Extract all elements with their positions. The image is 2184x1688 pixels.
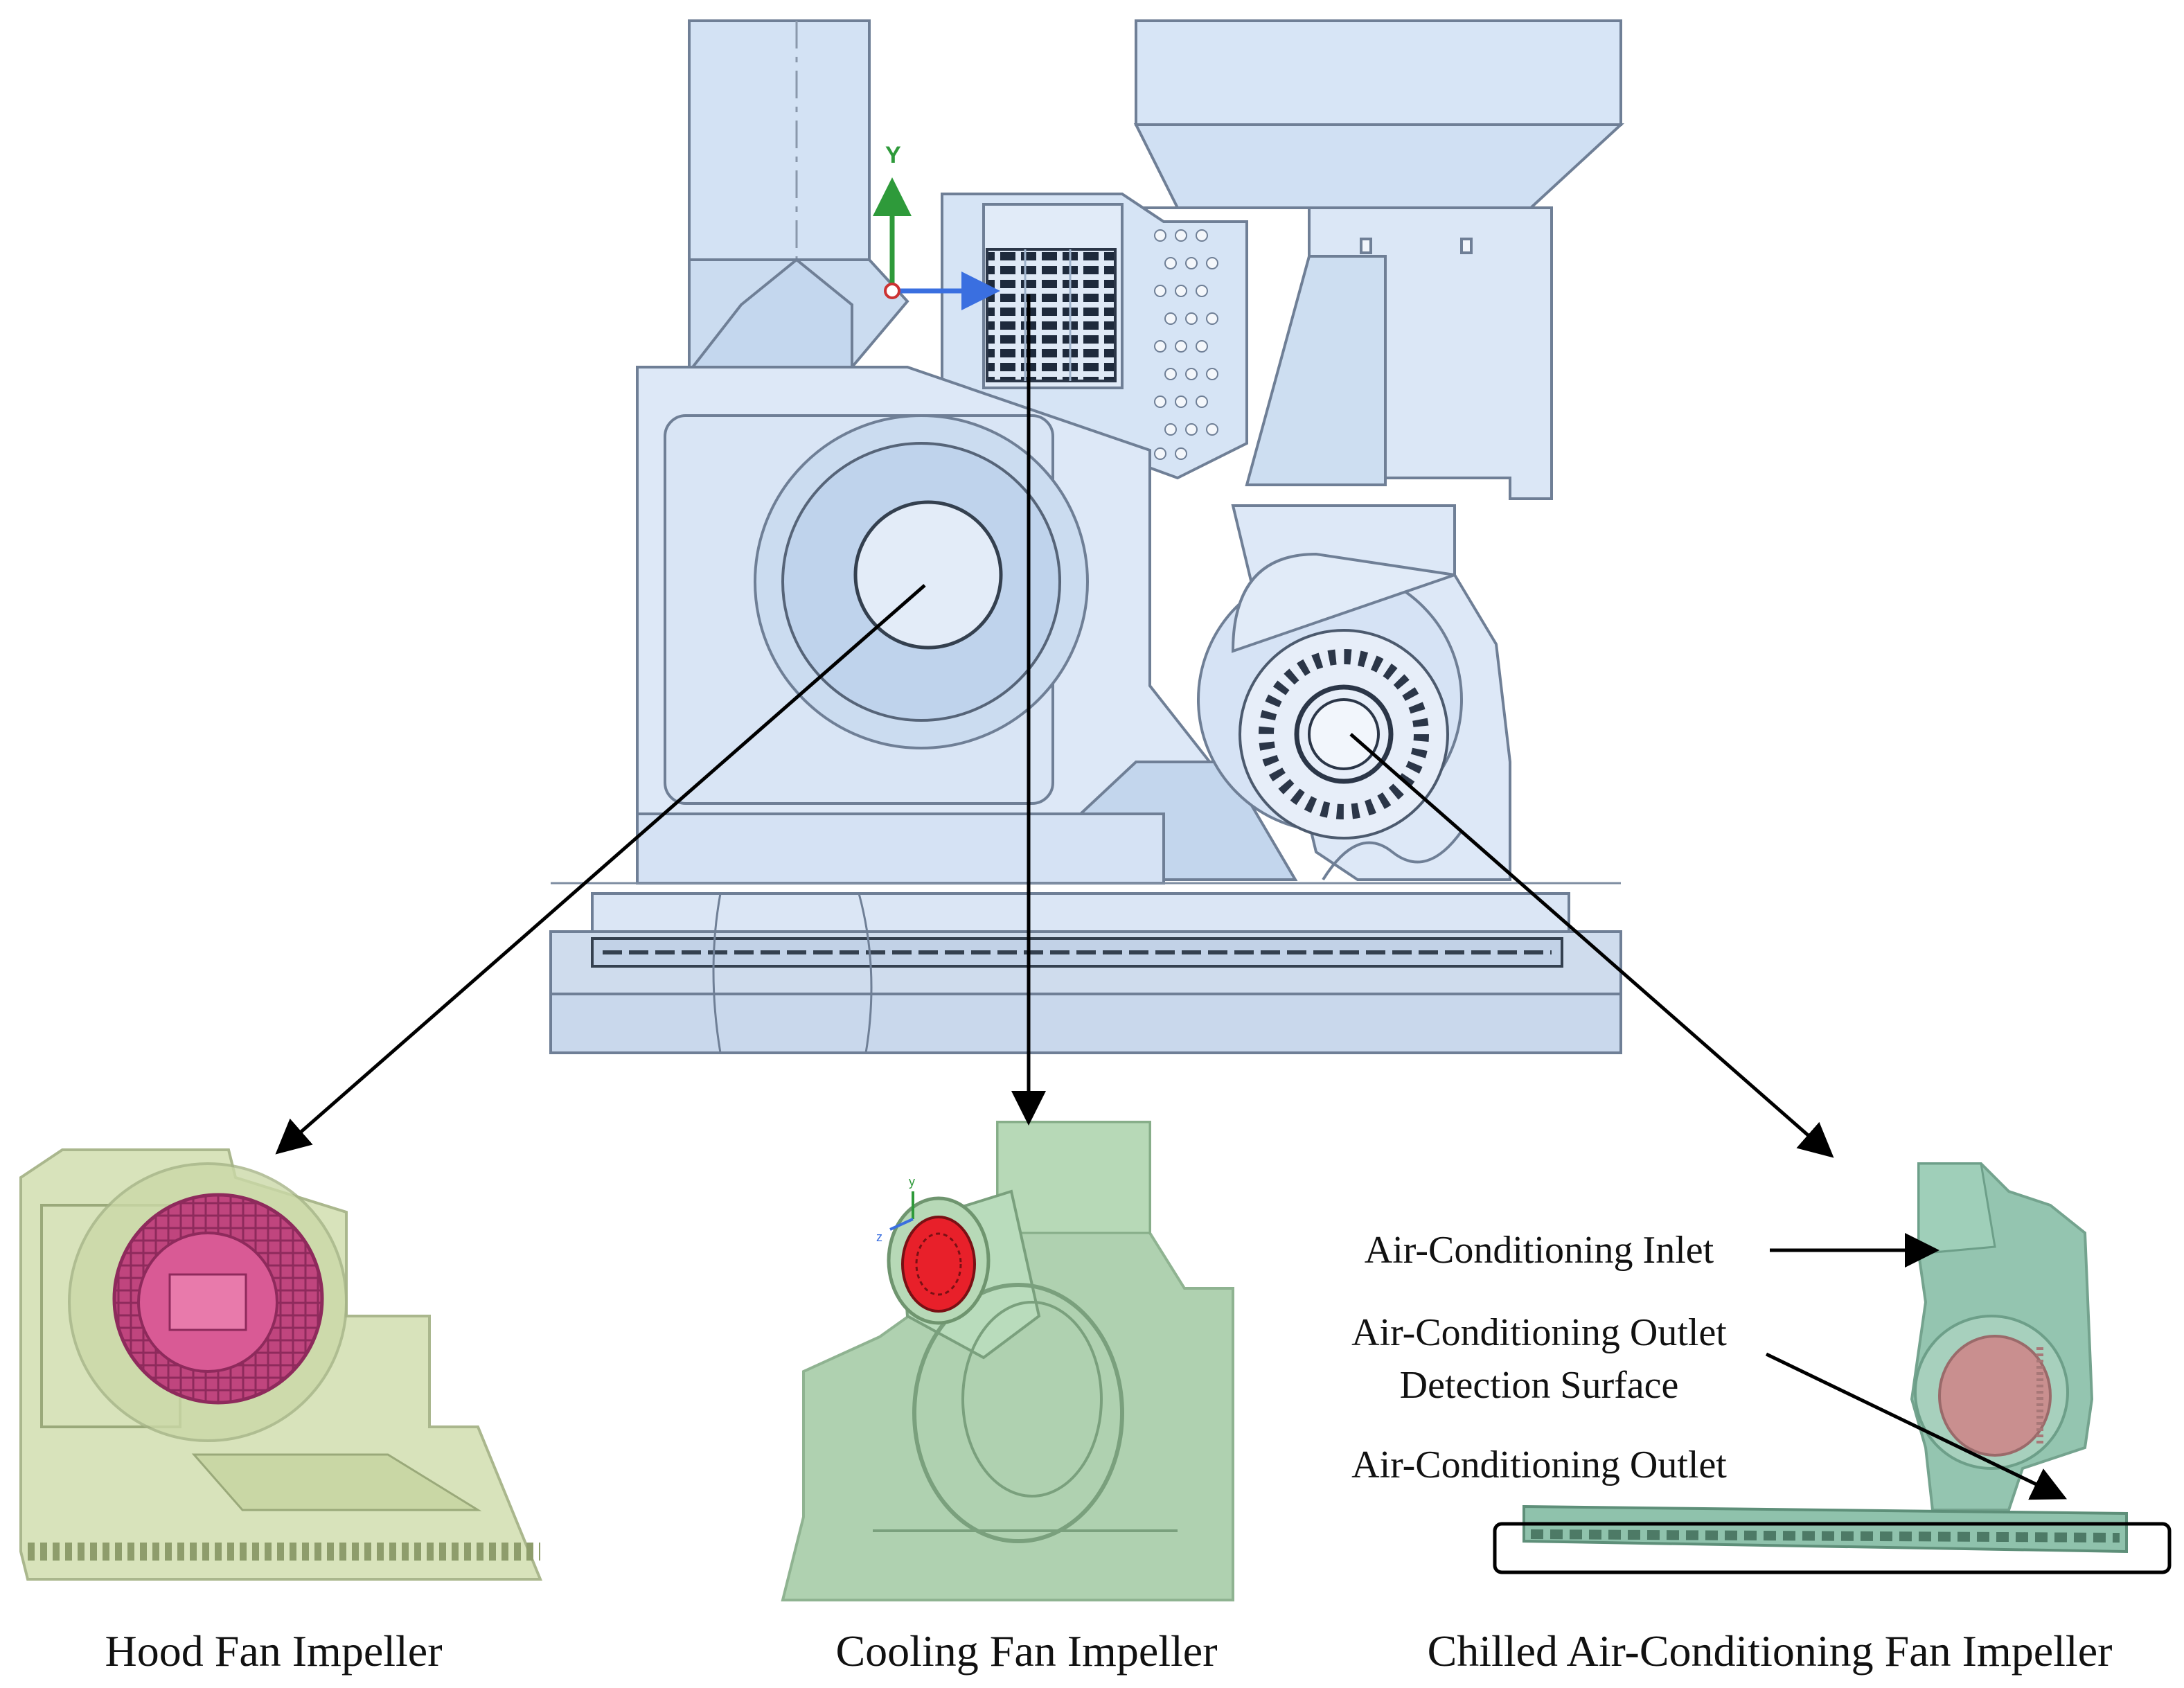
arrow-to-hood-fan <box>275 584 926 1155</box>
label-ac-outlet-detection-line1: Air-Conditioning Outlet <box>1351 1311 1727 1354</box>
axis-y-label: Y <box>885 142 901 168</box>
cooling-fan-render: y z <box>781 1121 1234 1601</box>
main-cad-assembly <box>549 19 1625 1054</box>
label-ac-inlet: Air-Conditioning Inlet <box>1365 1229 1714 1272</box>
chilled-fan-scroll <box>1197 504 1511 881</box>
arrow-to-chilled-fan <box>1349 733 1834 1158</box>
hood-fan-housing <box>636 366 1298 885</box>
perforated-panel <box>1154 229 1218 460</box>
label-ac-outlet-detection-line2: Detection Surface <box>1400 1364 1679 1407</box>
caption-hood-fan: Hood Fan Impeller <box>105 1626 443 1676</box>
arrows <box>275 294 2068 1500</box>
label-ac-outlet: Air-Conditioning Outlet <box>1351 1443 1727 1486</box>
hood-exhaust-duct <box>688 19 909 416</box>
cooling-axis-y-label: y <box>909 1175 915 1189</box>
base-rail <box>549 882 1622 1054</box>
coordinate-triad: Y <box>873 142 1000 310</box>
chilled-fan-render <box>1493 1162 2172 1574</box>
cooling-axis-z-label: z <box>876 1230 882 1244</box>
outlet-highlight-box <box>1493 1522 2172 1574</box>
caption-cooling-fan: Cooling Fan Impeller <box>835 1626 1217 1676</box>
caption-chilled-fan: Chilled Air-Conditioning Fan Impeller <box>1428 1626 2113 1676</box>
hood-fan-render <box>19 1148 542 1581</box>
arrow-ac-outlet-detection <box>1765 1352 2068 1500</box>
upper-right-housing <box>1133 19 1625 500</box>
